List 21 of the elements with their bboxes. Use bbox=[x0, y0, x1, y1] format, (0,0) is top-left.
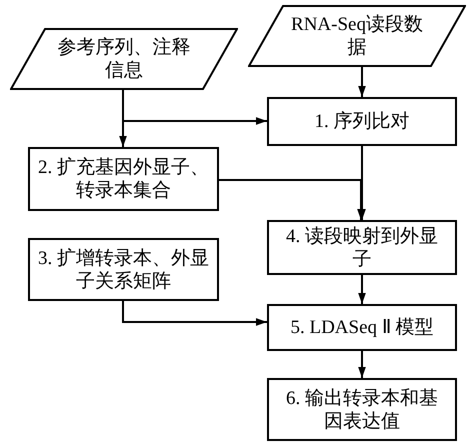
arrow bbox=[358, 275, 366, 304]
node-label: 5. LDASeq Ⅱ 模型 bbox=[290, 316, 434, 339]
process-box bbox=[267, 378, 457, 441]
arrow bbox=[358, 67, 366, 97]
node-label: 3. 扩增转录本、外显子关系矩阵 bbox=[37, 246, 210, 292]
process-box bbox=[267, 97, 457, 146]
node-label: 参考序列、注释信息 bbox=[56, 36, 192, 82]
arrow bbox=[358, 146, 366, 220]
node-label: 6. 输出转录本和基因表达值 bbox=[285, 386, 439, 432]
arrow bbox=[122, 301, 267, 326]
node-label: 1. 序列比对 bbox=[314, 110, 410, 133]
process-box bbox=[28, 147, 219, 211]
data-parallelogram bbox=[10, 28, 238, 90]
process-box bbox=[267, 220, 457, 275]
node-label: RNA-Seq读段数据 bbox=[290, 13, 424, 59]
node-label: 4. 读段映射到外显子 bbox=[285, 224, 439, 270]
arrow bbox=[358, 351, 366, 378]
node-label: 2. 扩充基因外显子、转录本集合 bbox=[37, 156, 210, 202]
data-parallelogram bbox=[248, 5, 466, 67]
process-box bbox=[267, 304, 457, 351]
process-box bbox=[28, 238, 219, 301]
